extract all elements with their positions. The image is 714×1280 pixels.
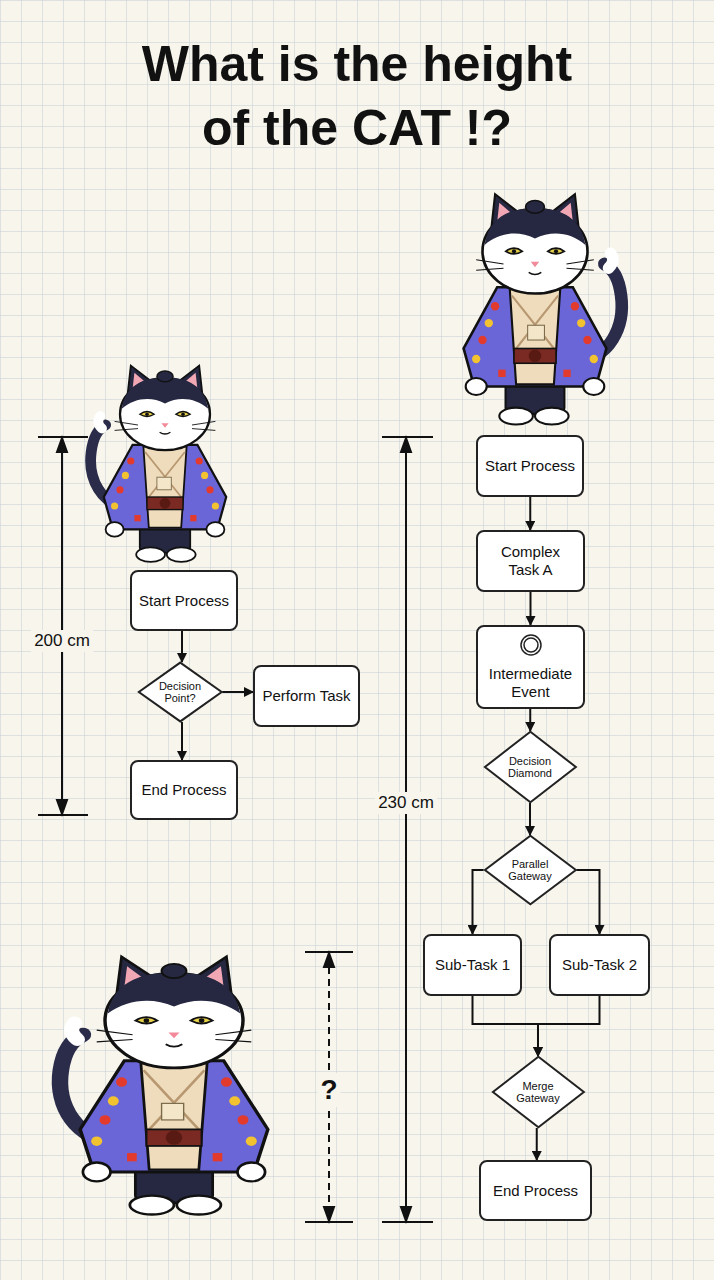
event-ring	[524, 638, 538, 652]
process-box: Sub-Task 2	[549, 934, 650, 996]
title: What is the height of the CAT !?	[112, 32, 602, 160]
event-icon	[519, 633, 543, 657]
flow-arrow	[181, 722, 183, 760]
node-text: Sub-Task 2	[562, 956, 637, 974]
node-text: Intermediate Event	[484, 665, 577, 701]
event-box: Intermediate Event	[476, 625, 585, 709]
flow-arrow	[181, 631, 183, 662]
node-text: End Process	[141, 781, 226, 799]
flow-arrow	[529, 803, 531, 835]
cat-illustration	[60, 957, 268, 1215]
dimension-label: 200 cm	[31, 630, 93, 652]
decision-diamond: Decision Diamond	[484, 731, 577, 803]
flow-arrow	[529, 497, 531, 530]
unknown-height: ?	[317, 1073, 340, 1107]
process-box: Perform Task	[253, 665, 360, 727]
flow-arrow	[530, 592, 532, 625]
dimension-lines	[38, 437, 433, 1222]
node-text: Decision Diamond	[501, 755, 559, 779]
node-text: Merge Gateway	[509, 1080, 567, 1104]
node-text: Start Process	[485, 457, 575, 475]
node-text: Sub-Task 1	[435, 956, 510, 974]
flow-arrow	[538, 996, 600, 1056]
decision-diamond: Decision Point?	[138, 662, 223, 722]
node-text: Decision Point?	[154, 680, 206, 704]
diamond-shape	[139, 663, 222, 722]
cat-illustration	[91, 366, 227, 562]
process-box: End Process	[130, 760, 238, 820]
flow-arrow	[529, 709, 531, 731]
dimension-label: 230 cm	[375, 792, 437, 814]
flow-arrow	[222, 691, 253, 693]
flow-arrow	[536, 1128, 538, 1160]
process-box: Sub-Task 1	[423, 934, 522, 996]
process-box: End Process	[479, 1160, 592, 1221]
process-box: Start Process	[476, 435, 584, 497]
node-text: Start Process	[139, 592, 229, 610]
process-box: Start Process	[130, 570, 238, 631]
flow-arrow	[473, 870, 484, 934]
diamond-shape	[485, 732, 576, 803]
diamond-shape	[493, 1057, 584, 1128]
diamond-shape	[485, 836, 576, 905]
process-box: Complex Task A	[476, 530, 585, 592]
decision-diamond: Merge Gateway	[492, 1056, 585, 1128]
cat-illustration	[464, 194, 622, 424]
node-text: Perform Task	[262, 687, 350, 705]
node-text: Parallel Gateway	[501, 858, 559, 882]
event-ring	[521, 635, 541, 655]
node-text: Complex Task A	[484, 543, 577, 579]
flow-arrow	[473, 996, 538, 1056]
node-text: End Process	[493, 1182, 578, 1200]
decision-diamond: Parallel Gateway	[484, 835, 577, 905]
flow-arrow	[576, 870, 599, 934]
